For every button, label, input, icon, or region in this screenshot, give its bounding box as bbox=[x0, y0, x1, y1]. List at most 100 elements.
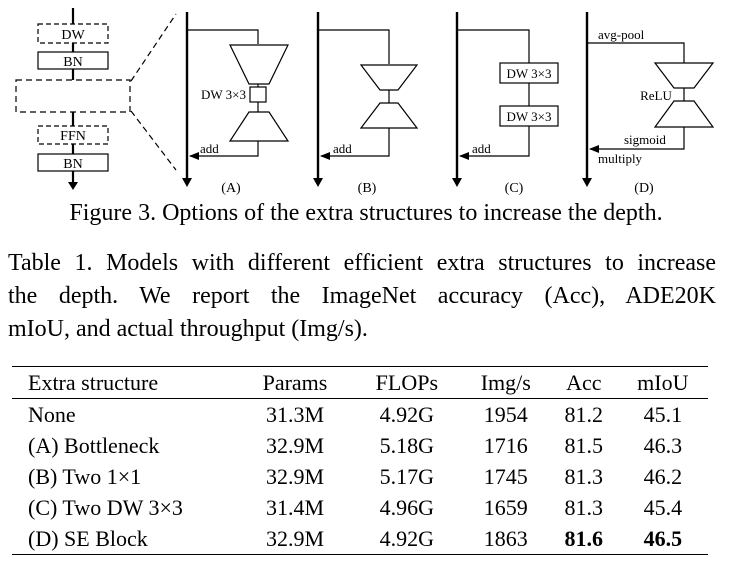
cell-img-s: 1863 bbox=[483, 526, 528, 551]
dw-block bbox=[37, 23, 109, 44]
cell-params: 32.9M bbox=[265, 464, 325, 489]
panel-a-add-arrow bbox=[189, 141, 259, 160]
panel-a-dw-label: DW 3×3 bbox=[201, 87, 246, 102]
cell-miou: 46.2 bbox=[643, 464, 683, 489]
cell-flops: 4.92G bbox=[379, 526, 435, 551]
cell-acc: 81.3 bbox=[564, 464, 604, 489]
cell-miou: 46.3 bbox=[643, 433, 683, 458]
zoom-line-top bbox=[130, 13, 177, 82]
panel-c-dw-label-2: DW 3×3 bbox=[506, 109, 551, 124]
cell-structure: (C) Two DW 3×3 bbox=[28, 495, 183, 520]
header-acc: Acc bbox=[566, 370, 602, 395]
left-main-arrowhead bbox=[68, 182, 78, 190]
table-row: (A) Bottleneck 32.9M 5.18G 1716 81.5 46.… bbox=[12, 430, 708, 461]
header-flops: FLOPs bbox=[375, 370, 439, 395]
panel-a-add-label: add bbox=[200, 141, 219, 156]
panel-b-branch-top bbox=[318, 29, 390, 64]
panel-c-add-label: add bbox=[472, 141, 491, 156]
cell-params: 32.9M bbox=[265, 526, 325, 551]
bn-block-bottom-label: BN bbox=[63, 157, 82, 172]
panel-c-arrowhead bbox=[452, 178, 462, 187]
bn-block-bottom bbox=[37, 153, 109, 172]
table-caption-line-3: mIoU, and actual throughput (Img/s). bbox=[8, 316, 368, 342]
dw-block-label: DW bbox=[61, 28, 85, 43]
panel-a-arrowhead bbox=[182, 178, 192, 187]
panel-b-reduce-trapezoid bbox=[359, 64, 419, 91]
panel-d-branch-top bbox=[587, 42, 685, 63]
panel-a: DW 3×3 add (A) bbox=[182, 12, 290, 196]
cell-structure: (B) Two 1×1 bbox=[28, 464, 142, 489]
ffn-block-label: FFN bbox=[60, 129, 86, 144]
panel-d-sigmoid-label: sigmoid bbox=[624, 132, 666, 147]
cell-acc: 81.5 bbox=[564, 433, 604, 458]
panel-b-arrowhead bbox=[313, 178, 323, 187]
figure-3-diagram: DW BN FFN BN DW 3×3 add (A) add (B) bbox=[15, 8, 715, 196]
cell-miou: 45.1 bbox=[643, 402, 683, 427]
table-row: (B) Two 1×1 32.9M 5.17G 1745 81.3 46.2 bbox=[12, 461, 708, 492]
cell-structure: None bbox=[28, 402, 76, 427]
cell-flops: 5.17G bbox=[379, 464, 435, 489]
header-img-s: Img/s bbox=[480, 370, 531, 395]
table-caption-line-2: the depth. We report the ImageNet accura… bbox=[8, 283, 716, 309]
cell-params: 31.3M bbox=[265, 402, 325, 427]
cell-params: 31.4M bbox=[265, 495, 325, 520]
panel-c-add-arrow bbox=[459, 126, 530, 160]
panel-b-add-arrow bbox=[320, 128, 390, 160]
cell-img-s: 1716 bbox=[483, 433, 528, 458]
cell-miou: 46.5 bbox=[643, 526, 683, 551]
zoom-line-bottom bbox=[130, 110, 177, 171]
panel-c-branch-top bbox=[457, 29, 530, 63]
panel-b-expand-trapezoid bbox=[359, 102, 419, 129]
ffn-block bbox=[37, 125, 109, 145]
header-params: Params bbox=[262, 370, 328, 395]
cell-flops: 4.92G bbox=[379, 402, 435, 427]
bn-block-top bbox=[37, 51, 109, 70]
panel-d-label: (D) bbox=[634, 181, 654, 196]
panel-d-multiply-label: multiply bbox=[598, 151, 643, 166]
extra-structure-placeholder bbox=[15, 79, 131, 113]
panel-d-arrowhead bbox=[582, 178, 592, 187]
cell-img-s: 1954 bbox=[483, 402, 528, 427]
panel-d: avg-pool ReLU sigmoid multiply (D) bbox=[582, 12, 715, 196]
cell-flops: 4.96G bbox=[379, 495, 435, 520]
panel-a-branch-top bbox=[187, 29, 259, 44]
panel-a-reduce-trapezoid bbox=[229, 44, 289, 85]
table-caption: Table 1. Models with different efficient… bbox=[8, 247, 716, 346]
panel-c-label: (C) bbox=[505, 181, 524, 196]
panel-d-avgpool-label: avg-pool bbox=[598, 27, 645, 42]
panel-b: add (B) bbox=[313, 12, 419, 196]
cell-structure: (D) SE Block bbox=[28, 526, 148, 551]
panel-d-multiply-arrow bbox=[589, 127, 685, 153]
cell-img-s: 1659 bbox=[483, 495, 528, 520]
panel-a-dw-box bbox=[249, 86, 267, 103]
cell-structure: (A) Bottleneck bbox=[28, 433, 160, 458]
table-header-row: Extra structure Params FLOPs Img/s Acc m… bbox=[12, 366, 708, 399]
cell-miou: 45.4 bbox=[643, 495, 683, 520]
header-miou: mIoU bbox=[637, 370, 689, 395]
results-table: Extra structure Params FLOPs Img/s Acc m… bbox=[12, 366, 708, 555]
cell-acc: 81.6 bbox=[564, 526, 604, 551]
cell-img-s: 1745 bbox=[483, 464, 528, 489]
cell-flops: 5.18G bbox=[379, 433, 435, 458]
cell-acc: 81.3 bbox=[564, 495, 604, 520]
panel-d-reduce-trapezoid bbox=[653, 62, 715, 89]
panel-c-dw-label-1: DW 3×3 bbox=[506, 66, 551, 81]
table-row: None 31.3M 4.92G 1954 81.2 45.1 bbox=[12, 399, 708, 431]
header-extra-structure: Extra structure bbox=[28, 370, 159, 395]
bn-block-top-label: BN bbox=[63, 55, 82, 70]
panel-d-expand-trapezoid bbox=[653, 100, 715, 128]
panel-b-add-label: add bbox=[333, 141, 352, 156]
panel-b-label: (B) bbox=[358, 181, 377, 196]
panel-a-expand-trapezoid bbox=[228, 111, 290, 142]
cell-acc: 81.2 bbox=[564, 402, 604, 427]
cell-params: 32.9M bbox=[265, 433, 325, 458]
table-row: (D) SE Block 32.9M 4.92G 1863 81.6 46.5 bbox=[12, 523, 708, 555]
panel-d-relu-label: ReLU bbox=[640, 88, 672, 103]
panel-c: DW 3×3 DW 3×3 add (C) bbox=[452, 12, 559, 196]
table-row: (C) Two DW 3×3 31.4M 4.96G 1659 81.3 45.… bbox=[12, 492, 708, 523]
left-block-stack: DW BN FFN BN bbox=[15, 8, 177, 190]
panel-a-label: (A) bbox=[221, 181, 241, 196]
table-caption-line-1: Table 1. Models with different efficient… bbox=[8, 250, 716, 276]
figure-caption: Figure 3. Options of the extra structure… bbox=[69, 200, 663, 226]
